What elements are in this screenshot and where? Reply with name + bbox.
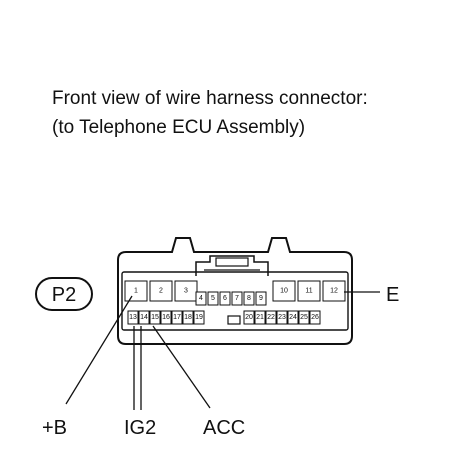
pin-number-4: 4 xyxy=(199,295,203,302)
pin-number-1: 1 xyxy=(134,288,138,295)
label-ground: E xyxy=(386,284,399,306)
diagram-caption: Front view of wire harness connector: (t… xyxy=(52,84,368,142)
pins-top-right: 10 11 12 xyxy=(272,280,346,302)
pin-cavity-12 xyxy=(322,280,346,302)
pin-number-9: 9 xyxy=(259,295,263,302)
pin-number-5: 5 xyxy=(211,295,215,302)
connector-code-badge xyxy=(35,277,93,311)
pin-cavity-8 xyxy=(243,291,255,306)
pin-number-18: 18 xyxy=(184,314,192,321)
pin-number-3: 3 xyxy=(184,288,188,295)
pin-cavity-20 xyxy=(243,310,255,325)
pin-number-20: 20 xyxy=(245,314,253,321)
pin-number-14: 14 xyxy=(140,314,148,321)
pins-top-left: 1 2 3 xyxy=(124,280,198,302)
pin-cavity-16 xyxy=(160,310,172,325)
pin-cavity-3 xyxy=(174,280,198,302)
label-ig2: IG2 xyxy=(124,417,156,439)
pin-number-25: 25 xyxy=(300,314,308,321)
pin-cavity-26 xyxy=(309,310,321,325)
pin-cavity-15 xyxy=(149,310,161,325)
center-key xyxy=(227,315,241,325)
leader-b-plus xyxy=(65,295,133,405)
latch-tab xyxy=(215,257,249,267)
pin-number-21: 21 xyxy=(256,314,264,321)
label-acc: ACC xyxy=(203,417,245,439)
pin-number-22: 22 xyxy=(267,314,275,321)
pin-cavity-11 xyxy=(297,280,321,302)
pin-cavity-2 xyxy=(149,280,173,302)
leader-acc xyxy=(152,325,211,409)
pin-number-16: 16 xyxy=(162,314,170,321)
pin-number-17: 17 xyxy=(173,314,181,321)
pin-number-2: 2 xyxy=(159,288,163,295)
label-b-plus: +B xyxy=(42,417,67,439)
pin-cavity-9 xyxy=(255,291,267,306)
caption-line-1: Front view of wire harness connector: xyxy=(52,88,368,109)
pin-cavity-10 xyxy=(272,280,296,302)
pin-cavity-21 xyxy=(254,310,266,325)
pin-number-11: 11 xyxy=(305,288,312,295)
pin-cavity-13 xyxy=(127,310,139,325)
locking-latch xyxy=(195,255,269,276)
pin-number-19: 19 xyxy=(195,314,203,321)
pin-number-13: 13 xyxy=(129,314,137,321)
pin-number-15: 15 xyxy=(151,314,159,321)
pin-number-10: 10 xyxy=(280,288,288,295)
pin-cavity-6 xyxy=(219,291,231,306)
pin-cavity-18 xyxy=(182,310,194,325)
pin-cavity-22 xyxy=(265,310,277,325)
pin-cavity-1 xyxy=(124,280,148,302)
pin-number-26: 26 xyxy=(311,314,319,321)
pin-cavity-7 xyxy=(231,291,243,306)
pin-cavity-5 xyxy=(207,291,219,306)
pin-cavity-25 xyxy=(298,310,310,325)
pin-number-23: 23 xyxy=(278,314,286,321)
pin-number-12: 12 xyxy=(330,288,338,295)
connector-cavity xyxy=(121,271,349,331)
caption-line-2: (to Telephone ECU Assembly) xyxy=(52,117,306,138)
connector-code: P2 xyxy=(52,284,76,306)
pin-number-6: 6 xyxy=(223,295,227,302)
pins-center: 4 5 6 7 8 9 xyxy=(195,291,267,306)
pin-number-8: 8 xyxy=(247,295,251,302)
pin-cavity-17 xyxy=(171,310,183,325)
pin-cavity-14 xyxy=(138,310,150,325)
pin-cavity-23 xyxy=(276,310,288,325)
pin-number-24: 24 xyxy=(289,314,297,321)
pin-cavity-19 xyxy=(193,310,205,325)
connector-housing xyxy=(117,237,353,345)
pin-cavity-4 xyxy=(195,291,207,306)
pin-cavity-24 xyxy=(287,310,299,325)
pin-number-7: 7 xyxy=(235,295,239,302)
